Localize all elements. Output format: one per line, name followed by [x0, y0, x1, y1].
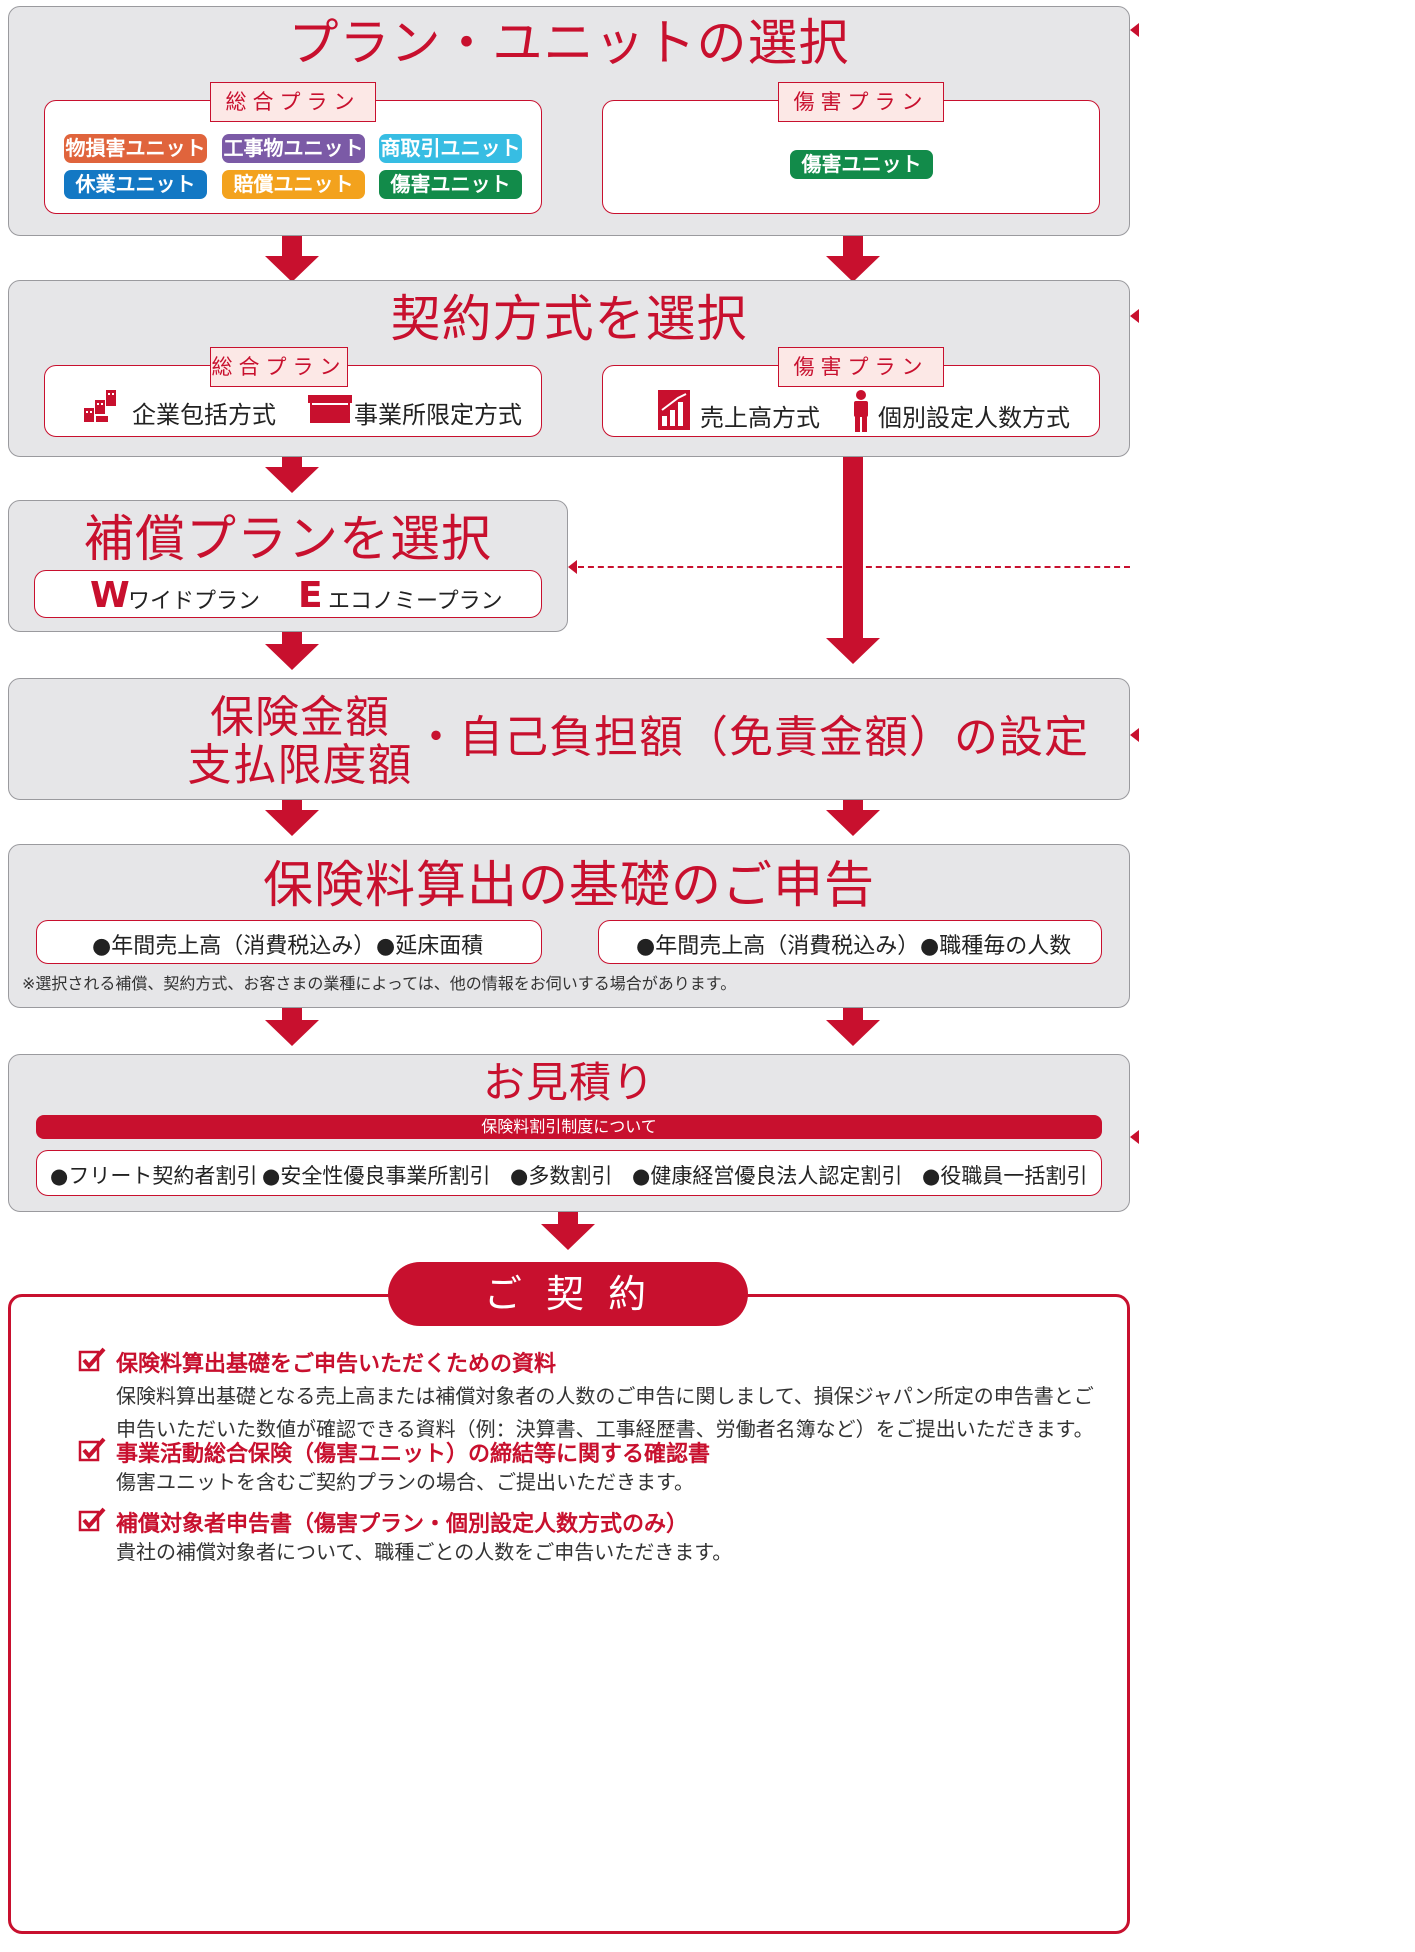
discount-health-management: ●健康経営優良法人認定割引: [632, 1164, 903, 1188]
general-plan-tag: 総合プラン: [210, 82, 376, 122]
dashed-connector-head: [568, 560, 577, 574]
unit-pill-liability: 賠償ユニット: [222, 170, 365, 199]
flow-arrow-head: [826, 1020, 880, 1046]
flow-arrow-stem: [282, 457, 302, 469]
contract-title: ご 契 約: [388, 1262, 748, 1326]
wide-letter-icon: W: [90, 575, 130, 616]
flow-arrow-head: [826, 810, 880, 836]
flow-arrow-head: [826, 256, 880, 282]
basis-annual-sales-injury: ●年間売上高（消費税込み）: [636, 934, 920, 959]
document-title-insured-declaration: 補償対象者申告書（傷害プラン・個別設定人数方式のみ）: [116, 1512, 689, 1537]
flow-arrow-head: [265, 256, 319, 282]
dashed-connector: [578, 566, 1130, 568]
step5-note: ※選択される補償、契約方式、お客さまの業種によっては、他の情報をお伺いする場合が…: [22, 974, 737, 993]
flow-arrow-stem: [843, 800, 863, 812]
long-flow-arrow-stem: [843, 457, 863, 640]
step1-title: プラン・ユニットの選択: [288, 14, 850, 72]
unit-pill-construction: 工事物ユニット: [222, 134, 365, 163]
long-flow-arrow-head: [826, 638, 880, 664]
economy-plan-label: エコノミープラン: [328, 589, 503, 614]
flow-arrow-stem: [282, 800, 302, 812]
unit-pill-business-interruption: 休業ユニット: [64, 170, 207, 199]
discount-fleet: ●フリート契約者割引: [50, 1164, 258, 1188]
contract-box: [8, 1294, 1130, 1934]
right-edge-pointer: [1130, 728, 1139, 742]
document-desc-insured-declaration: 貴社の補償対象者について、職種ごとの人数をご申告いただきます。: [116, 1540, 733, 1564]
discount-safe-office: ●安全性優良事業所割引: [262, 1164, 491, 1188]
flow-arrow-stem: [282, 236, 302, 258]
unit-pill-commerce: 商取引ユニット: [379, 134, 522, 163]
flow-arrow-stem: [843, 236, 863, 258]
injury-basis-box: [598, 920, 1102, 964]
wide-plan-label: ワイドプラン: [128, 589, 261, 614]
document-desc-basis-materials: 保険料算出基礎となる売上高または補償対象者の人数のご申告に関しまして、損保ジャパ…: [116, 1384, 1094, 1441]
office-icon: [308, 395, 352, 423]
method-sales-based: 売上高方式: [700, 404, 820, 432]
checkbox-icon: [78, 1437, 106, 1462]
unit-pill-injury-plan: 傷害ユニット: [790, 150, 933, 179]
flow-arrow-head: [265, 644, 319, 670]
document-title-injury-confirmation: 事業活動総合保険（傷害ユニット）の締結等に関する確認書: [116, 1442, 711, 1467]
document-desc-injury-confirmation: 傷害ユニットを含むご契約プランの場合、ご提出いただきます。: [116, 1470, 694, 1494]
step5-title: 保険料算出の基礎のご申告: [263, 856, 875, 914]
step4-title-rest: ・自己負担額（免責金額）の設定: [414, 712, 1089, 763]
checkbox-icon: [78, 1347, 106, 1372]
flow-arrow-head: [541, 1224, 595, 1250]
general-plan-tag: 総合プラン: [210, 347, 348, 387]
discount-system-bar: 保険料割引制度について: [36, 1115, 1102, 1139]
injury-plan-tag: 傷害プラン: [778, 82, 944, 122]
method-individual-headcount: 個別設定人数方式: [878, 404, 1070, 432]
method-company-inclusive: 企業包括方式: [132, 401, 276, 429]
flow-arrow-head: [265, 1020, 319, 1046]
right-edge-pointer: [1130, 1130, 1139, 1144]
company-buildings-icon: [84, 390, 116, 422]
basis-floor-area: ●延床面積: [376, 934, 484, 959]
step4-title-line1: 保険金額: [210, 692, 390, 743]
flow-arrow-head: [265, 467, 319, 493]
right-edge-pointer: [1130, 309, 1139, 323]
general-basis-box: [36, 920, 542, 964]
discount-officers-bulk: ●役職員一括割引: [922, 1164, 1088, 1188]
right-edge-pointer: [1130, 23, 1139, 37]
flow-arrow-stem: [558, 1212, 578, 1226]
step2-title: 契約方式を選択: [390, 290, 748, 348]
discount-multiple: ●多数割引: [510, 1164, 613, 1188]
method-office-limited: 事業所限定方式: [354, 401, 522, 429]
economy-letter-icon: E: [298, 575, 323, 616]
discount-list-box: [36, 1150, 1102, 1196]
basis-headcount-by-occupation: ●職種毎の人数: [920, 934, 1072, 959]
unit-pill-property: 物損害ユニット: [64, 134, 207, 163]
flow-arrow-stem: [282, 632, 302, 646]
step3-title: 補償プランを選択: [84, 510, 492, 568]
flow-arrow-head: [265, 810, 319, 836]
flow-arrow-stem: [282, 1008, 302, 1022]
checkbox-icon: [78, 1507, 106, 1532]
basis-annual-sales: ●年間売上高（消費税込み）: [92, 934, 376, 959]
step6-title: お見積り: [482, 1058, 655, 1107]
step4-title-line2: 支払限度額: [187, 740, 413, 791]
step4-panel: [8, 678, 1130, 800]
document-title-basis-materials: 保険料算出基礎をご申告いただくための資料: [116, 1352, 557, 1377]
injury-plan-tag: 傷害プラン: [778, 347, 944, 387]
sales-chart-icon: [658, 390, 690, 430]
person-icon: [854, 390, 868, 432]
coverage-plan-box: [34, 570, 542, 618]
unit-pill-injury: 傷害ユニット: [379, 170, 522, 199]
flow-arrow-stem: [843, 1008, 863, 1022]
